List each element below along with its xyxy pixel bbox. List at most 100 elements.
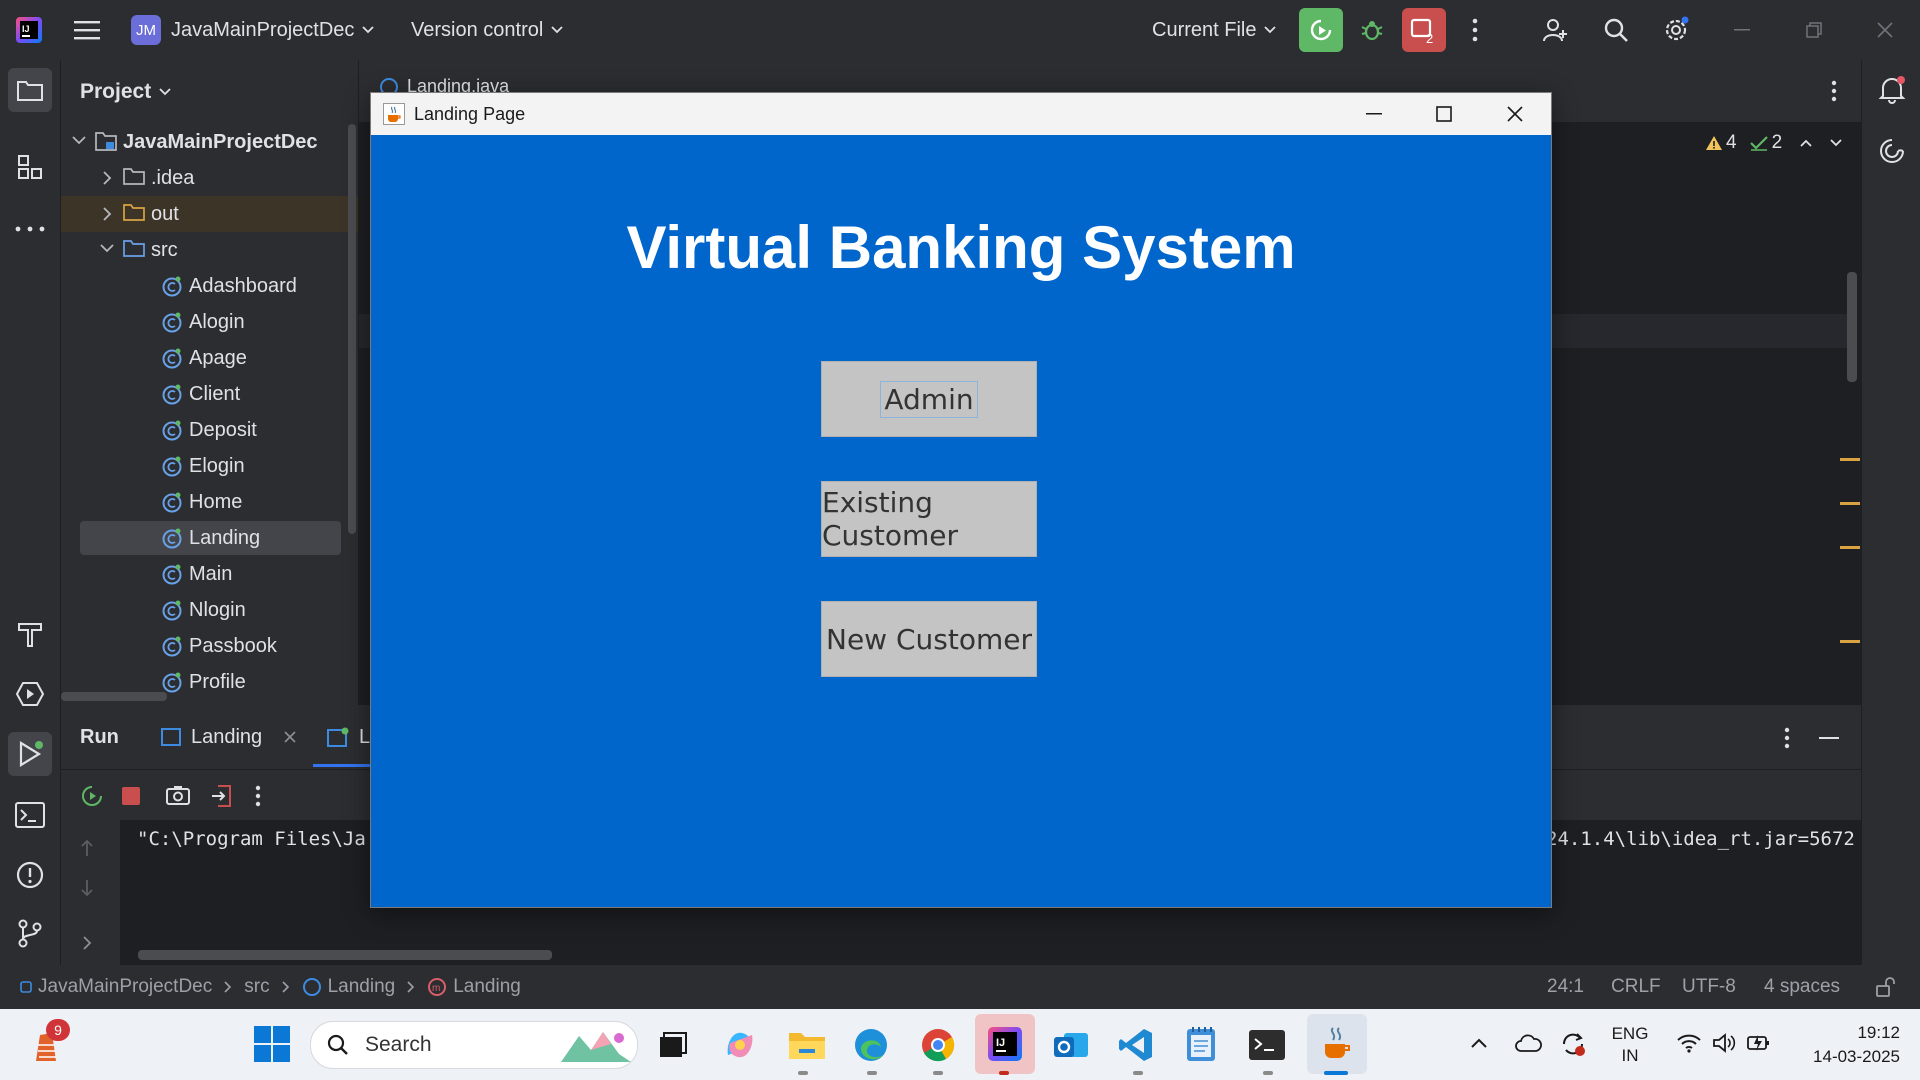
hide-panel-icon[interactable] — [1819, 737, 1839, 739]
main-menu-icon[interactable] — [74, 0, 100, 60]
project-switcher[interactable]: JM JavaMainProjectDec — [131, 0, 375, 60]
tree-item-src[interactable]: src — [61, 232, 358, 268]
project-tool-button[interactable] — [8, 68, 52, 112]
lock-icon[interactable] — [1875, 977, 1895, 997]
tree-item-home[interactable]: Home — [61, 484, 358, 520]
battery-icon[interactable] — [1746, 1031, 1772, 1055]
services-icon[interactable] — [15, 680, 45, 708]
more-tools-icon[interactable] — [15, 226, 45, 232]
intellij-logo-icon[interactable]: IJ — [16, 0, 42, 60]
warning-marker[interactable] — [1840, 546, 1860, 549]
input-language[interactable]: ENG IN — [1602, 1023, 1658, 1067]
window-close-icon[interactable] — [1507, 106, 1523, 122]
exit-icon[interactable] — [210, 784, 232, 808]
tree-item-main[interactable]: Main — [61, 556, 358, 592]
restore-icon[interactable] — [1806, 0, 1822, 60]
tree-item-apage[interactable]: Apage — [61, 340, 358, 376]
version-control-menu[interactable]: Version control — [411, 0, 563, 60]
breadcrumb-item[interactable]: JavaMainProjectDec — [38, 976, 213, 997]
notepad-icon[interactable] — [1185, 1025, 1217, 1063]
tree-item-elogin[interactable]: Elogin — [61, 448, 358, 484]
tree-item-client[interactable]: Client — [61, 376, 358, 412]
git-branch-icon[interactable] — [16, 918, 44, 948]
more-actions-icon[interactable] — [1831, 80, 1837, 102]
structure-icon[interactable] — [17, 154, 43, 180]
camera-icon[interactable] — [166, 784, 190, 806]
sync-icon[interactable] — [1560, 1031, 1586, 1057]
terminal-app-icon[interactable] — [1248, 1029, 1286, 1061]
admin-button[interactable]: Admin — [821, 361, 1037, 437]
rerun-button[interactable] — [1299, 8, 1343, 52]
line-separator[interactable]: CRLF — [1611, 976, 1661, 997]
existing-customer-button[interactable]: Existing Customer — [821, 481, 1037, 557]
rerun-icon[interactable] — [80, 784, 104, 808]
indent-setting[interactable]: 4 spaces — [1764, 976, 1841, 997]
tree-vertical-scrollbar[interactable] — [348, 124, 356, 534]
more-actions-icon[interactable] — [1472, 0, 1478, 60]
chevron-down-icon[interactable] — [1830, 139, 1842, 147]
run-tool-button[interactable] — [8, 732, 52, 776]
chevron-up-icon[interactable] — [1470, 1037, 1488, 1049]
run-configuration-selector[interactable]: Current File — [1152, 0, 1277, 60]
outlook-icon[interactable] — [1052, 1027, 1090, 1063]
tree-item-nlogin[interactable]: Nlogin — [61, 592, 358, 628]
chevron-right-icon[interactable] — [99, 207, 115, 221]
task-view-icon[interactable] — [656, 1029, 688, 1061]
tree-item-profile[interactable]: Profile — [61, 664, 358, 700]
tree-item-landing[interactable]: Landing — [61, 520, 358, 556]
editor-scrollbar[interactable] — [1847, 272, 1857, 382]
intellij-taskbar-button[interactable]: IJ — [975, 1014, 1035, 1074]
tree-item-javamainprojectdec[interactable]: JavaMainProjectDec — [61, 124, 358, 160]
widgets-icon[interactable] — [30, 1027, 68, 1065]
chevron-down-icon[interactable] — [99, 243, 115, 253]
search-icon[interactable] — [1602, 0, 1630, 60]
terminal-icon[interactable] — [15, 802, 45, 828]
more-actions-icon[interactable] — [255, 785, 261, 807]
stop-button[interactable]: 2 — [1402, 8, 1446, 52]
edge-browser-icon[interactable] — [853, 1027, 889, 1063]
tree-item-alogin[interactable]: Alogin — [61, 304, 358, 340]
file-explorer-icon[interactable] — [787, 1027, 827, 1063]
close-icon[interactable] — [1877, 0, 1893, 60]
new-customer-button[interactable]: New Customer — [821, 601, 1037, 677]
windows-start-icon[interactable] — [254, 1026, 290, 1062]
window-minimize-icon[interactable] — [1366, 113, 1382, 115]
window-title-bar[interactable]: Landing Page — [371, 93, 1551, 135]
add-user-icon[interactable] — [1541, 0, 1569, 60]
stop-icon[interactable] — [121, 786, 141, 806]
run-tab-landing[interactable]: Landing — [161, 705, 296, 769]
minimize-icon[interactable] — [1734, 0, 1750, 60]
tree-item-idea[interactable]: .idea — [61, 160, 358, 196]
chevron-down-icon[interactable] — [71, 135, 87, 145]
scroll-up-icon[interactable] — [80, 839, 94, 857]
tree-horizontal-scrollbar[interactable] — [61, 692, 167, 701]
ai-assistant-icon[interactable] — [1877, 136, 1907, 166]
console-horizontal-scrollbar[interactable] — [138, 950, 552, 960]
file-encoding[interactable]: UTF-8 — [1682, 976, 1736, 997]
settings-gear-icon[interactable] — [1661, 0, 1691, 60]
scroll-down-icon[interactable] — [80, 879, 94, 897]
tree-item-adashboard[interactable]: Adashboard — [61, 268, 358, 304]
debug-button[interactable] — [1350, 8, 1394, 52]
caret-position[interactable]: 24:1 — [1547, 976, 1584, 997]
vscode-icon[interactable] — [1118, 1027, 1154, 1063]
warning-marker[interactable] — [1840, 640, 1860, 643]
volume-icon[interactable] — [1712, 1032, 1736, 1054]
warning-marker[interactable] — [1840, 502, 1860, 505]
breadcrumb-item[interactable]: Landing — [453, 976, 521, 997]
notifications-bell-icon[interactable] — [1877, 74, 1907, 104]
chevron-right-icon[interactable] — [99, 171, 115, 185]
chevron-up-icon[interactable] — [1800, 139, 1812, 147]
more-actions-icon[interactable] — [1784, 727, 1790, 749]
breadcrumb-item[interactable]: Landing — [327, 976, 396, 997]
tree-item-out[interactable]: out — [61, 196, 358, 232]
taskbar-search-box[interactable]: Search — [310, 1021, 638, 1069]
window-maximize-icon[interactable] — [1436, 106, 1452, 122]
project-panel-header[interactable]: Project — [80, 60, 171, 124]
warning-marker[interactable] — [1840, 458, 1860, 461]
wifi-icon[interactable] — [1676, 1033, 1702, 1053]
onedrive-cloud-icon[interactable] — [1514, 1033, 1542, 1053]
java-app-taskbar-button[interactable] — [1307, 1014, 1367, 1074]
problems-icon[interactable] — [15, 860, 45, 890]
build-hammer-icon[interactable] — [16, 620, 44, 648]
